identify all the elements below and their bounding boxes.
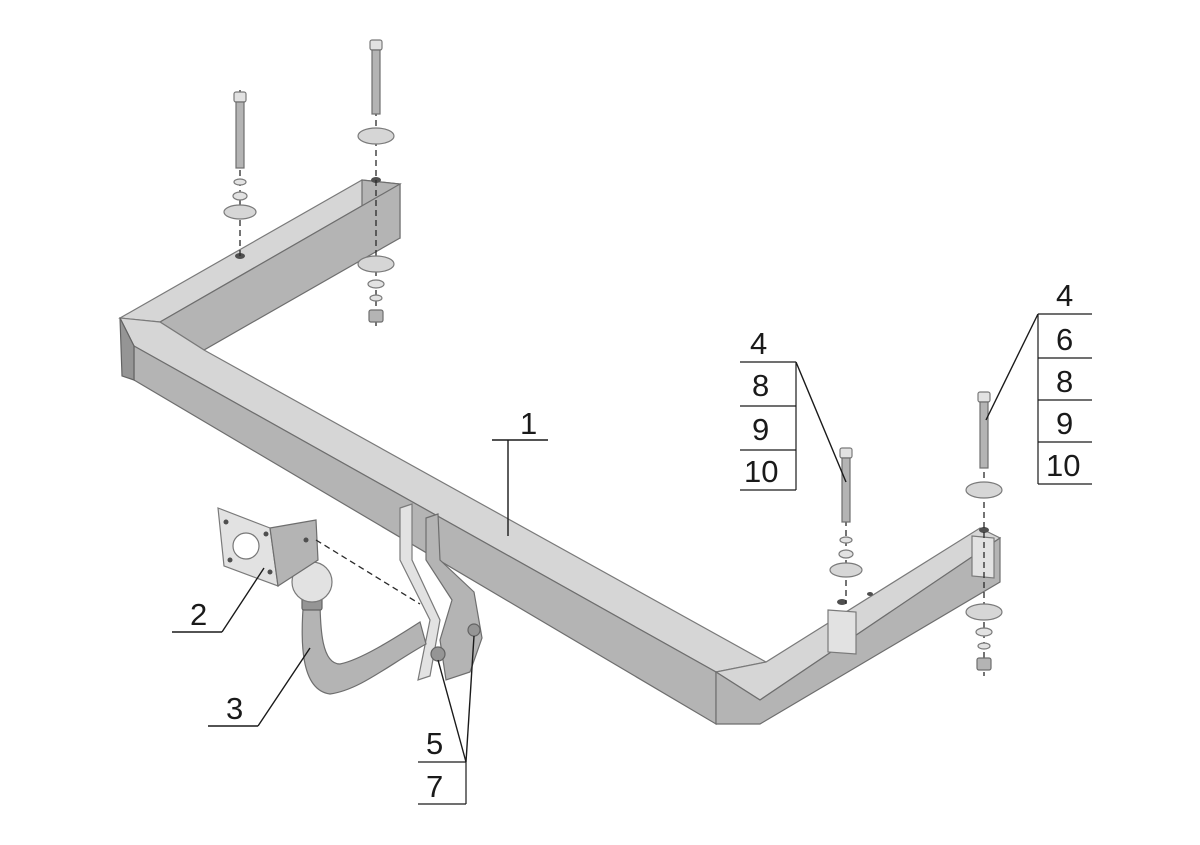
label-left-4: 4 [750, 326, 767, 361]
label-right-6: 6 [1056, 322, 1073, 357]
callout-bottom-stack: 5 7 [418, 635, 475, 805]
label-right-9: 9 [1056, 406, 1073, 441]
hitch-mount-plates [399, 503, 483, 681]
callout-3: 3 [208, 647, 311, 727]
label-right-10: 10 [1046, 448, 1080, 483]
label-right-4: 4 [1056, 278, 1073, 313]
tow-ball [291, 561, 427, 695]
label-left-8: 8 [752, 368, 769, 403]
left-mounting-arm [118, 177, 402, 351]
bolt-right-rear [839, 447, 853, 523]
callout-left-stack: 4 8 9 10 [740, 326, 847, 491]
label-2: 2 [190, 597, 207, 632]
bolt-left-front [369, 39, 383, 115]
socket-bracket [217, 507, 319, 588]
label-3: 3 [226, 691, 243, 726]
callout-1: 1 [492, 406, 548, 536]
washers-and-nuts [223, 127, 1003, 671]
bolt-right-front [977, 391, 991, 469]
bolt-left-rear [233, 91, 247, 169]
label-left-9: 9 [752, 412, 769, 447]
bolts [233, 39, 991, 523]
label-right-8: 8 [1056, 364, 1073, 399]
label-1: 1 [520, 406, 537, 441]
callout-2: 2 [172, 567, 265, 633]
label-5: 5 [426, 726, 443, 761]
label-left-10: 10 [744, 454, 778, 489]
right-mounting-arm [714, 527, 1002, 725]
label-7: 7 [426, 769, 443, 804]
callout-right-stack: 4 6 8 9 10 [985, 278, 1092, 485]
